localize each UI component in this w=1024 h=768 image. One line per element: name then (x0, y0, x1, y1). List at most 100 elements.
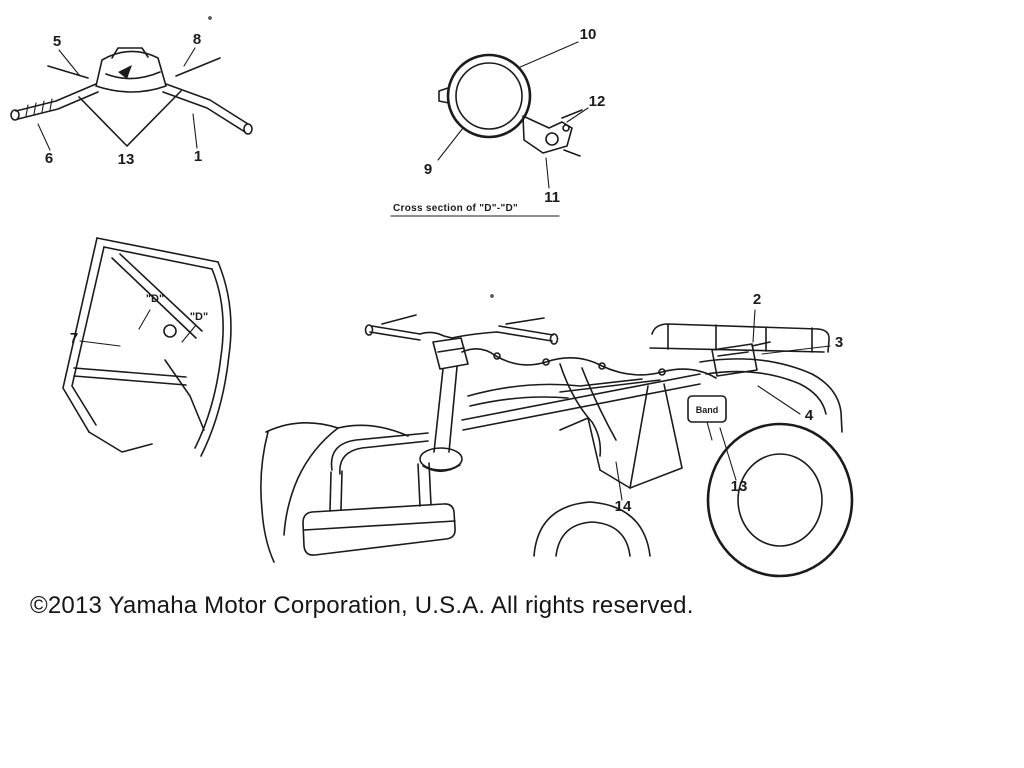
fender-edge-outer (200, 261, 232, 457)
atv-left-grip-end (364, 324, 374, 336)
rear-frame-bottom (629, 467, 683, 489)
atv-main-drawing: Band 2 3 4 13 14 (260, 291, 854, 578)
band-label: Band (696, 405, 719, 415)
direction-arrow (118, 65, 132, 79)
front-wheel-well (283, 427, 339, 536)
headlight-pod-outline (95, 50, 167, 93)
rear-fender-inner (705, 370, 827, 415)
rear-rack-slats (667, 323, 813, 353)
frame-left-tube (62, 237, 98, 433)
rear-frame-vertical-1 (629, 385, 649, 489)
taillight-line (717, 351, 749, 357)
frame-support (559, 379, 661, 393)
band-leader (706, 421, 713, 441)
leader-14 (615, 461, 623, 501)
leader-11 (545, 157, 550, 189)
front-bumper-midbar (303, 520, 456, 531)
rear-frame-brace (599, 469, 631, 489)
rear-fender-outer (699, 358, 843, 433)
clamp-inner-ring (455, 62, 523, 130)
clamp-screw-pin (562, 124, 570, 132)
handlebar-center-bar (419, 331, 498, 339)
callout-6: 6 (45, 150, 53, 167)
harness-branch-1 (559, 363, 602, 457)
diagonal-brace (111, 257, 197, 339)
steering-clamp-line (437, 347, 465, 353)
callout-9: 9 (424, 161, 432, 178)
frame-top-tube (96, 237, 219, 263)
steering-boot-lower (422, 464, 461, 473)
copyright-text: ©2013 Yamaha Motor Corporation, U.S.A. A… (30, 592, 694, 619)
rear-rack-end (817, 328, 830, 353)
steering-stem-right (448, 366, 458, 453)
callout-7: 7 (70, 330, 78, 347)
cross-section-drawing: 10 12 9 11 Cross section of "D"-"D" (390, 26, 606, 217)
taillight-unit (711, 343, 758, 377)
front-rack-outer (330, 432, 429, 471)
leader-2 (752, 309, 756, 343)
clamp-outer-ring (446, 53, 532, 139)
atv-right-handlebar (496, 325, 554, 342)
left-handlebar-lower (17, 91, 99, 120)
brace-grommet (163, 324, 177, 338)
screw-shaft-lower (563, 149, 581, 157)
harness-connector-3 (598, 362, 606, 370)
leader-8 (183, 47, 196, 67)
rear-frame-vertical-2 (663, 383, 683, 469)
harness-branch-2 (581, 367, 617, 441)
leader-1 (192, 113, 198, 149)
front-rack-inner (339, 440, 429, 475)
diagonal-brace-inner (119, 253, 203, 332)
d-marker-first: "D" (146, 293, 164, 305)
steering-boot (419, 447, 463, 471)
pointer-v-lines (78, 90, 182, 147)
tank-line (469, 396, 569, 407)
clamp-screw-housing (522, 115, 573, 154)
harness-connector-4 (658, 368, 666, 376)
frame-detail-drawing: "D" "D" 7 (62, 237, 232, 457)
bumper-right-upright (417, 462, 432, 507)
leader-3 (761, 345, 831, 355)
screw-shaft-upper (561, 109, 583, 119)
callout-12: 12 (589, 93, 606, 110)
rear-rack-lower-bar (649, 347, 825, 353)
harness-connector-1 (493, 352, 501, 360)
callout-8: 8 (193, 31, 201, 48)
d-arrow-second (181, 324, 197, 343)
right-handlebar-lower (162, 91, 246, 133)
callout-1: 1 (194, 148, 202, 165)
atv-right-lever (505, 317, 545, 325)
rear-wheel-rim (737, 453, 823, 547)
lower-brace (164, 359, 205, 431)
callout-10: 10 (580, 26, 597, 43)
pod-top-line (111, 47, 149, 59)
leader-7 (79, 340, 121, 347)
callout-2: 2 (753, 291, 761, 308)
left-grip-hatch (25, 98, 53, 117)
handlebar-assembly-drawing: 5 8 6 13 1 (10, 16, 253, 168)
d-marker-second: "D" (190, 311, 208, 323)
wire-harness-main (461, 348, 717, 379)
scan-dot (208, 16, 212, 20)
footrest-tube-2 (559, 417, 589, 431)
right-handlebar-upper (165, 83, 249, 125)
front-fender-left (260, 431, 275, 563)
callout-13-handlebar: 13 (118, 151, 135, 168)
callout-5: 5 (53, 33, 61, 50)
main-frame-tube-lower (462, 383, 701, 431)
pod-inner-line (105, 71, 161, 80)
frame-bottom-bracket (88, 431, 153, 453)
steering-clamp (432, 337, 469, 370)
front-bumper (302, 503, 456, 556)
callout-14: 14 (615, 498, 632, 515)
steering-stem-left (433, 368, 444, 453)
bumper-left-upright (329, 470, 343, 512)
mid-wheel-rim-arc (555, 521, 631, 557)
taillight-bracket (751, 341, 771, 347)
leader-12 (566, 107, 589, 123)
callout-11: 11 (544, 189, 560, 206)
leader-10 (517, 41, 579, 69)
clamp-left-tab (438, 87, 450, 104)
scan-dot-2 (490, 294, 494, 298)
left-grip-end (10, 109, 20, 121)
